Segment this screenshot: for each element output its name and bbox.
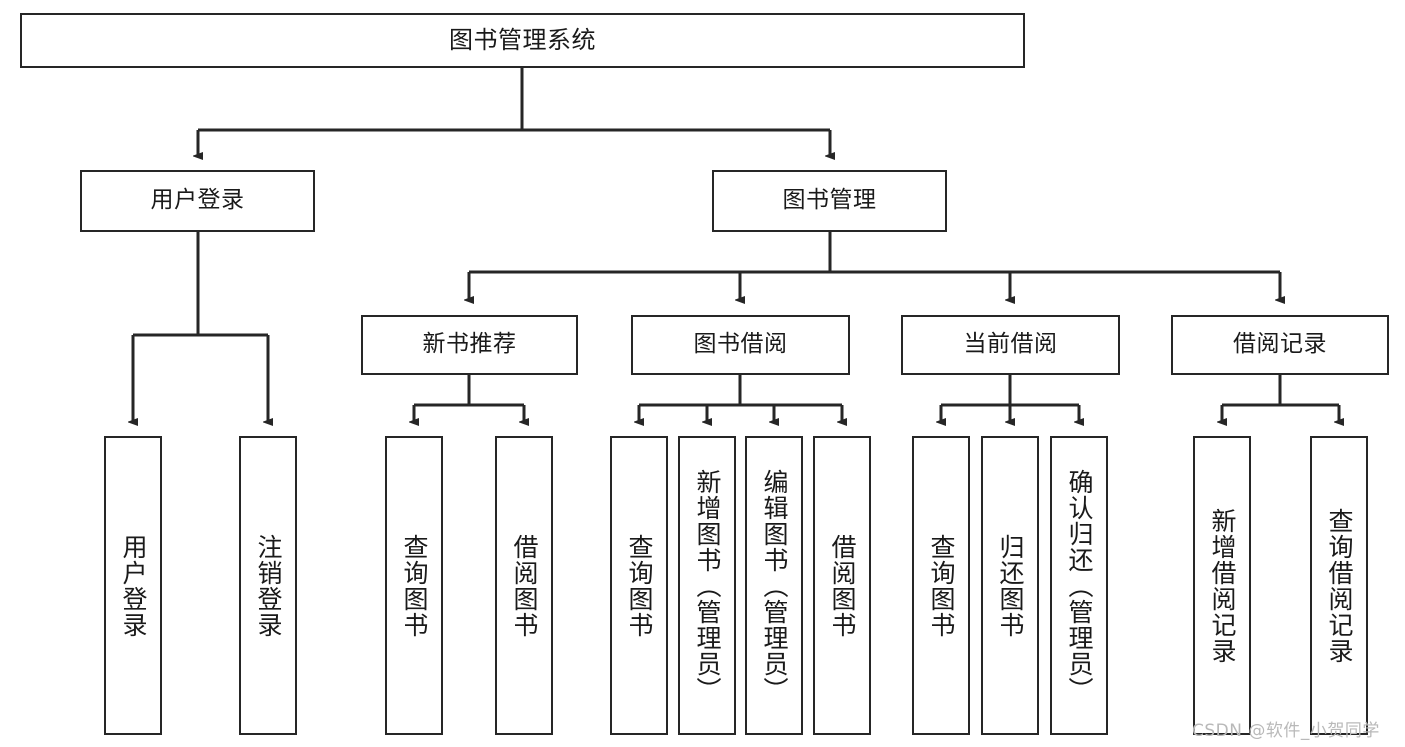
node-leaf-logout-login[interactable]: 注销登录 [239,436,297,735]
node-label: 借阅图书 [510,533,539,638]
node-label: 新增借阅记录 [1208,507,1237,664]
node-leaf-add-record[interactable]: 新增借阅记录 [1193,436,1251,735]
node-leaf-return-book[interactable]: 归还图书 [981,436,1039,735]
node-user-login[interactable]: 用户登录 [80,170,315,232]
node-label: 查询图书 [400,533,429,638]
csdn-watermark: CSDN @软件_小贺同学 [1192,721,1380,741]
node-borrow-record[interactable]: 借阅记录 [1171,315,1389,375]
node-leaf-query-book-1[interactable]: 查询图书 [385,436,443,735]
node-leaf-query-book-3[interactable]: 查询图书 [912,436,970,735]
node-label: 借阅记录 [1233,331,1327,358]
node-label: 图书管理系统 [449,26,596,55]
node-book-management-system[interactable]: 图书管理系统 [20,13,1025,68]
node-leaf-borrow-book-2[interactable]: 借阅图书 [813,436,871,735]
node-leaf-user-login[interactable]: 用户登录 [104,436,162,735]
node-leaf-borrow-book-1[interactable]: 借阅图书 [495,436,553,735]
node-label: 查询图书 [927,533,956,638]
node-leaf-query-record[interactable]: 查询借阅记录 [1310,436,1368,735]
node-new-book-recommend[interactable]: 新书推荐 [361,315,578,375]
node-label: 归还图书 [996,533,1025,638]
node-label: 注销登录 [254,533,283,638]
node-label: 用户登录 [150,187,245,214]
node-book-borrow[interactable]: 图书借阅 [631,315,850,375]
node-label: 借阅图书 [828,533,857,638]
node-label: 查询图书 [625,533,654,638]
node-leaf-query-book-2[interactable]: 查询图书 [610,436,668,735]
node-label: 新增图书（管理员） [693,468,722,703]
node-label: 用户登录 [119,533,148,638]
node-label: 查询借阅记录 [1325,507,1354,664]
node-label: 新书推荐 [422,331,517,358]
node-label: 图书借阅 [693,331,788,358]
node-leaf-edit-book[interactable]: 编辑图书（管理员） [745,436,803,735]
node-label: 当前借阅 [963,331,1058,358]
node-label: 图书管理 [782,187,877,214]
node-current-borrow[interactable]: 当前借阅 [901,315,1120,375]
node-label: 确认归还（管理员） [1065,468,1094,703]
node-label: 编辑图书（管理员） [760,468,789,703]
node-leaf-confirm-return[interactable]: 确认归还（管理员） [1050,436,1108,735]
node-leaf-add-book[interactable]: 新增图书（管理员） [678,436,736,735]
node-book-management[interactable]: 图书管理 [712,170,947,232]
